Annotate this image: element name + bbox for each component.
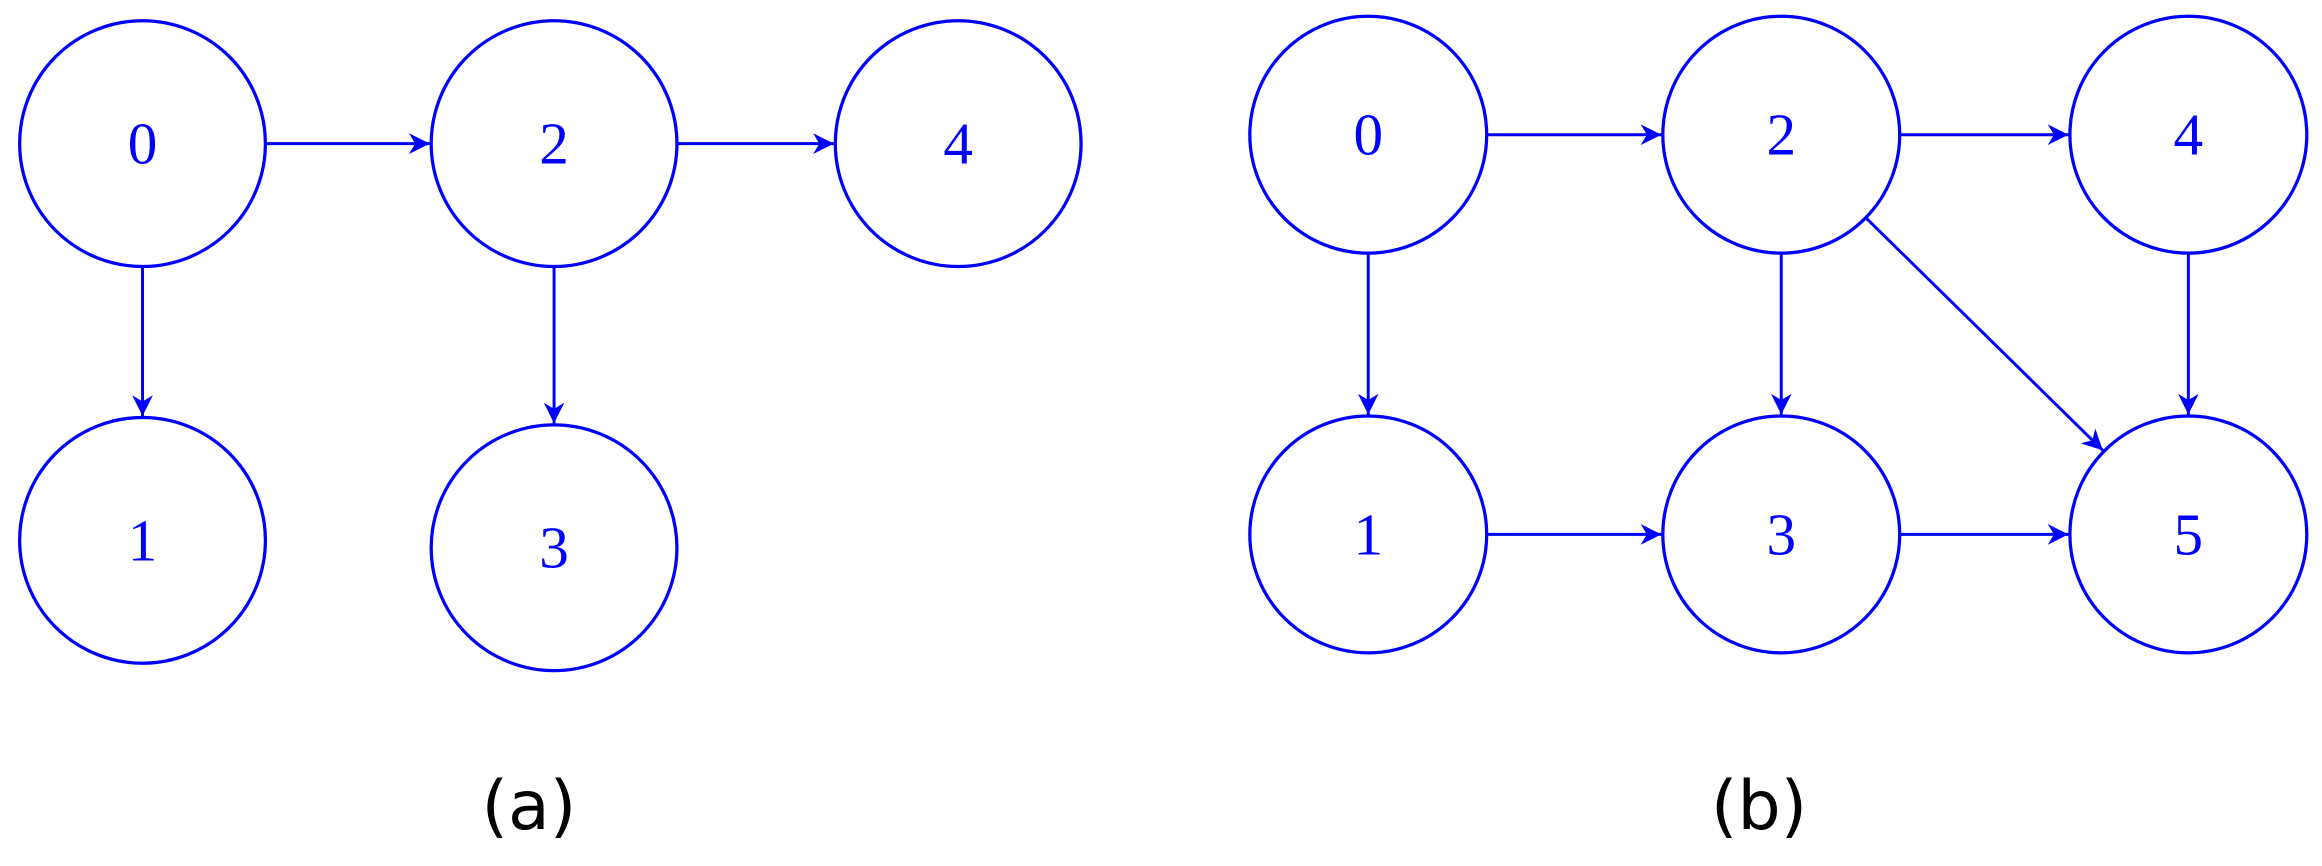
node-b-5: 5 (2068, 414, 2309, 655)
node-circle (1248, 14, 1489, 255)
node-label: 2 (1766, 102, 1796, 168)
node-label: 1 (1353, 501, 1383, 567)
node-a-2: 2 (429, 19, 679, 269)
node-a-4: 4 (833, 19, 1083, 269)
node-label: 4 (2174, 102, 2204, 168)
node-circle (429, 423, 679, 673)
node-label: 4 (943, 111, 973, 177)
node-a-3: 3 (429, 423, 679, 673)
node-circle (2068, 414, 2309, 655)
node-a-0: 0 (18, 19, 268, 269)
node-circle (18, 415, 268, 665)
node-b-2: 2 (1661, 14, 1902, 255)
node-circle (1248, 414, 1489, 655)
node-b-4: 4 (2068, 14, 2309, 255)
node-label: 3 (1766, 501, 1796, 567)
edge-b-2-to-5 (1864, 216, 2104, 452)
caption-a: (a) (481, 767, 576, 846)
node-circle (2068, 14, 2309, 255)
node-a-1: 1 (18, 415, 268, 665)
node-circle (833, 19, 1083, 269)
node-label: 0 (128, 111, 158, 177)
node-circle (429, 19, 679, 269)
node-label: 2 (539, 111, 569, 177)
node-b-1: 1 (1248, 414, 1489, 655)
node-circle (18, 19, 268, 269)
caption-b: (b) (1711, 767, 1807, 846)
node-label: 1 (128, 507, 158, 573)
node-label: 5 (2174, 501, 2204, 567)
node-b-0: 0 (1248, 14, 1489, 255)
node-circle (1661, 14, 1902, 255)
node-b-3: 3 (1661, 414, 1902, 655)
arrow-line (1864, 216, 2104, 452)
node-label: 0 (1353, 102, 1383, 168)
node-label: 3 (539, 515, 569, 581)
node-circle (1661, 414, 1902, 655)
